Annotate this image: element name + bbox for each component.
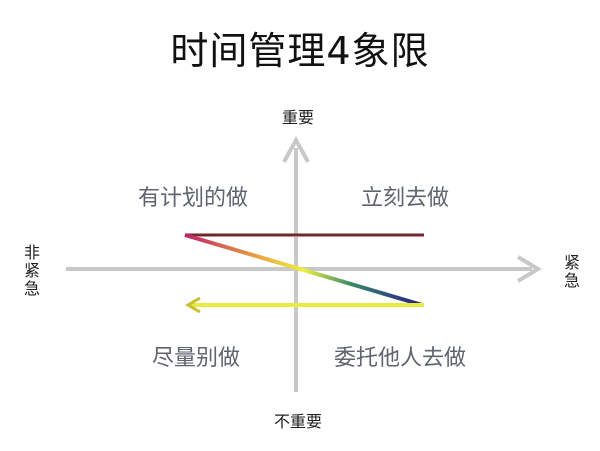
- axis-label-important: 重要: [282, 108, 315, 127]
- diagram-title: 时间管理4象限: [170, 29, 430, 73]
- axis-label-not-important: 不重要: [274, 412, 323, 431]
- left-arrow-icon: [185, 296, 201, 314]
- bottom-left-arrow: [185, 296, 424, 314]
- quadrant-important-urgent: 立刻去做: [361, 186, 450, 211]
- axis-label-urgent: 紧急: [561, 254, 580, 290]
- diagonal-path-line: [184, 233, 423, 307]
- right-arrow-icon: [516, 255, 542, 283]
- quadrant-not-important-not-urgent: 尽量别做: [152, 346, 241, 371]
- quadrant-important-not-urgent: 有计划的做: [138, 186, 249, 211]
- quadrant-not-important-urgent: 委托他人去做: [334, 346, 467, 371]
- up-arrow-icon: [282, 135, 310, 163]
- axis-label-not-urgent: 非紧急: [21, 244, 40, 298]
